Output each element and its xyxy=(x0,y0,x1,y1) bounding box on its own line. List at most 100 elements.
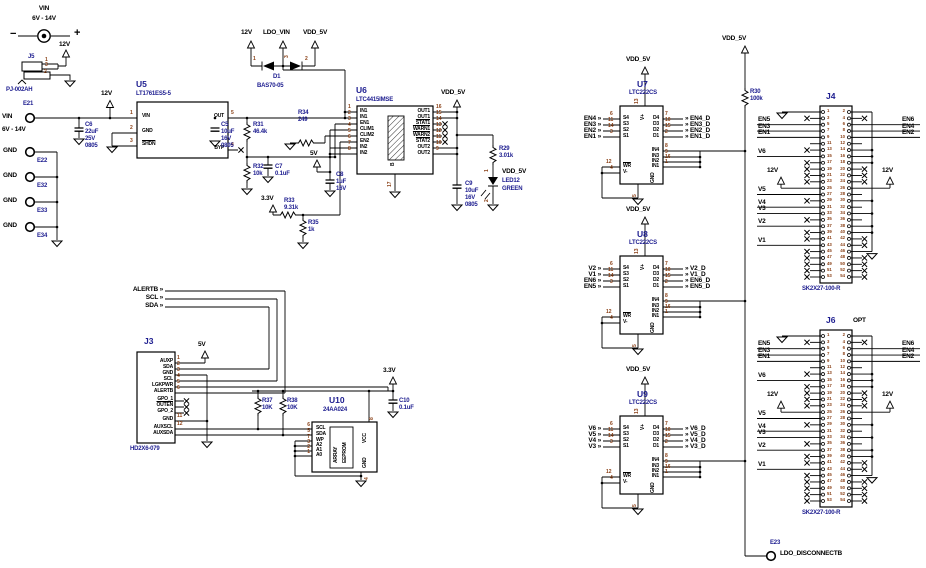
text-8: 8 xyxy=(665,143,668,149)
text-27: 27 xyxy=(827,414,832,420)
text-0-1uf: 0.1uF xyxy=(275,171,290,177)
text-s2: S2 xyxy=(623,277,629,283)
text-2: 2 xyxy=(842,332,845,338)
text-14: 14 xyxy=(608,123,614,129)
text-ltc222cs: LTC222CS xyxy=(629,400,657,406)
text-d4: D4 xyxy=(653,115,659,121)
text-sda: SDA xyxy=(316,431,326,437)
text-40: 40 xyxy=(840,228,845,234)
u8-body xyxy=(619,255,664,335)
text-1k: 1k xyxy=(308,227,315,233)
text-in1: IN1 xyxy=(651,163,659,169)
text-gnd: GND xyxy=(650,172,656,183)
text-d3: D3 xyxy=(653,271,659,277)
text-v3-d: » V3_D xyxy=(685,443,706,450)
text-3-3v: 3.3V xyxy=(383,367,396,374)
text-51: 51 xyxy=(827,491,832,497)
text-a0: A0 xyxy=(316,452,322,458)
text-en2: EN2 xyxy=(360,138,370,144)
text-12: 12 xyxy=(840,364,845,370)
text-21: 21 xyxy=(827,171,832,177)
text-v1: V1 xyxy=(758,460,766,468)
text-v: V- xyxy=(623,169,628,175)
text-v1: V1 xyxy=(758,236,766,244)
text-36: 36 xyxy=(840,440,845,446)
text-13: 13 xyxy=(634,98,640,104)
text-1: 1 xyxy=(177,355,180,361)
text-1: 1 xyxy=(665,309,668,315)
u7-body xyxy=(619,105,664,185)
text-48: 48 xyxy=(840,254,845,260)
text-28: 28 xyxy=(840,414,845,420)
text-r30: R30 xyxy=(750,89,761,95)
j3-body xyxy=(136,351,176,444)
j5-tip xyxy=(21,61,43,72)
text-11: 11 xyxy=(608,427,614,433)
text-sk2x27-100-r: SK2X27-100-R xyxy=(802,509,841,516)
text-26: 26 xyxy=(840,408,845,414)
text-en3: EN3 » xyxy=(583,121,601,128)
text-31: 31 xyxy=(827,427,832,433)
text-2: 2 xyxy=(665,129,668,135)
text-s4: S4 xyxy=(623,265,629,271)
text-ltc222cs: LTC222CS xyxy=(629,240,657,246)
text-15: 15 xyxy=(665,433,671,439)
text-: − xyxy=(10,28,17,40)
text-c7: C7 xyxy=(275,164,283,170)
text-14: 14 xyxy=(608,273,614,279)
text-8: 8 xyxy=(348,146,351,152)
text-6v-14v: 6V - 14V xyxy=(2,126,26,133)
text-in1: IN1 xyxy=(651,473,659,479)
text-s3: S3 xyxy=(623,121,629,127)
text-48: 48 xyxy=(840,478,845,484)
text-out: OUT xyxy=(214,113,224,119)
text-29: 29 xyxy=(827,421,832,427)
text-11: 11 xyxy=(827,140,832,146)
text-10uf: 10uF xyxy=(221,129,235,135)
text-lgkpwr: LGKPWR xyxy=(151,382,173,388)
text-45: 45 xyxy=(827,472,832,477)
text-eeprom: EEPROM xyxy=(342,442,348,463)
text-wr: WR xyxy=(623,163,631,169)
text-en1: EN1 » xyxy=(583,133,601,140)
text-7: 7 xyxy=(307,434,310,440)
text-1: 1 xyxy=(348,104,351,110)
text-auxsda: AUXSDA xyxy=(153,430,173,436)
text-r35: R35 xyxy=(308,220,319,226)
text-12: 12 xyxy=(606,469,612,475)
text-out2: OUT2 xyxy=(417,150,430,156)
text-en3: EN3 xyxy=(758,346,771,354)
text-warn2: WARN2 xyxy=(412,132,430,138)
generated-layer xyxy=(601,74,920,509)
text-v6: V6 xyxy=(758,147,766,155)
text-r29: R29 xyxy=(499,146,510,152)
text-1uf: 1uF xyxy=(336,179,347,185)
text-24: 24 xyxy=(840,178,845,184)
text-10: 10 xyxy=(665,267,671,273)
text-ldo-vin: LDO_VIN xyxy=(263,29,290,36)
text-e32: E32 xyxy=(37,183,48,189)
text-6: 6 xyxy=(307,422,310,428)
text-v2: V2 xyxy=(758,217,766,225)
text-13: 13 xyxy=(827,146,832,152)
text-30: 30 xyxy=(840,197,845,203)
text-249: 249 xyxy=(298,117,308,123)
text-7: 7 xyxy=(827,127,830,133)
text-in1: IN1 xyxy=(360,114,368,120)
text-16: 16 xyxy=(436,104,442,110)
text-en4-d: » EN4_D xyxy=(685,115,710,122)
text-out2: OUT2 xyxy=(417,144,430,150)
text-v1-d: » V1_D xyxy=(685,271,706,278)
text-52: 52 xyxy=(840,267,845,273)
text-v2-d: » V2_D xyxy=(685,265,706,272)
text-d1: D1 xyxy=(653,283,659,289)
text-12: 12 xyxy=(436,128,442,134)
text-en2: EN2 » xyxy=(583,127,601,134)
text-21: 21 xyxy=(827,395,832,401)
text-28: 28 xyxy=(840,190,845,196)
text-10: 10 xyxy=(665,427,671,433)
text-gnd: GND xyxy=(3,197,17,204)
text-v3: V3 xyxy=(758,205,766,213)
text-: + xyxy=(74,27,81,39)
text-s3: S3 xyxy=(623,271,629,277)
